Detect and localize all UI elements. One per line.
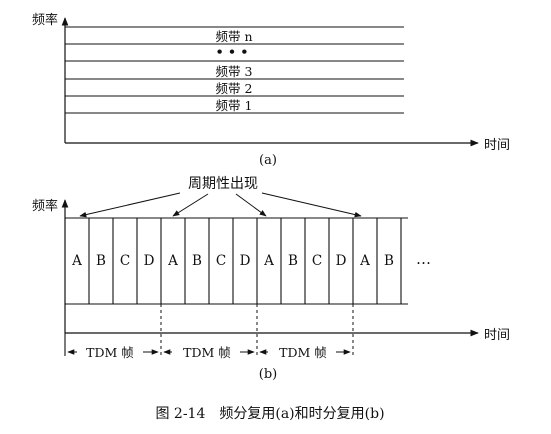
- slot-label: C: [312, 253, 322, 269]
- annotation-arrows: [79, 192, 362, 218]
- frame-labels: TDM 帧 TDM 帧 TDM 帧: [86, 345, 327, 360]
- tdm-x-axis-label: 时间: [484, 328, 510, 343]
- periodic-annotation: 周期性出现: [188, 176, 258, 192]
- tdm-diagram: 频率 时间 周期性出现: [32, 176, 510, 382]
- fdm-band-lines: [65, 26, 404, 114]
- fdm-y-axis-label: 频率: [32, 12, 58, 28]
- slot-label: C: [216, 253, 226, 269]
- frame-label: TDM 帧: [183, 345, 231, 360]
- fdm-x-axis-label: 时间: [484, 138, 510, 153]
- frame-boundaries: [160, 304, 354, 356]
- slot-label: A: [359, 253, 370, 269]
- slot-label: B: [192, 253, 202, 269]
- fdm-diagram: 频率 时间 频带 n • • • 频带 3 频带 2 频带 1 (a): [32, 12, 510, 168]
- band-label: 频带 2: [216, 81, 253, 96]
- band-label: • • •: [216, 44, 249, 59]
- slot-label: B: [96, 253, 106, 269]
- annotation-arrow: [261, 192, 362, 218]
- annotation-arrow: [79, 192, 181, 218]
- slot-label: D: [240, 253, 251, 269]
- slot-label: A: [167, 253, 178, 269]
- annotation-arrow: [172, 193, 209, 217]
- tdm-slot-grid: [65, 217, 408, 305]
- tdm-slot-labels: A B C D A B C D A B C D A B: [71, 253, 394, 269]
- slot-label: A: [263, 253, 274, 269]
- slot-label: B: [288, 253, 298, 269]
- fdm-band-labels: 频带 n • • • 频带 3 频带 2 频带 1: [215, 29, 252, 113]
- slot-label: D: [144, 253, 155, 269]
- annotation-arrow: [235, 193, 267, 217]
- slot-label: B: [384, 253, 394, 269]
- slot-label: A: [71, 253, 82, 269]
- band-label: 频带 n: [215, 29, 252, 44]
- frame-label: TDM 帧: [86, 345, 134, 360]
- figure-caption: 图 2-14 频分复用(a)和时分复用(b): [155, 405, 384, 422]
- slot-label: D: [336, 253, 347, 269]
- slots-ellipsis: …: [416, 250, 431, 268]
- tdm-subcaption: (b): [259, 367, 277, 382]
- tdm-y-axis-label: 频率: [32, 198, 58, 214]
- frame-label: TDM 帧: [279, 345, 327, 360]
- band-label: 频带 3: [216, 64, 253, 79]
- slot-label: C: [120, 253, 130, 269]
- fdm-subcaption: (a): [259, 153, 277, 168]
- band-label: 频带 1: [216, 98, 253, 113]
